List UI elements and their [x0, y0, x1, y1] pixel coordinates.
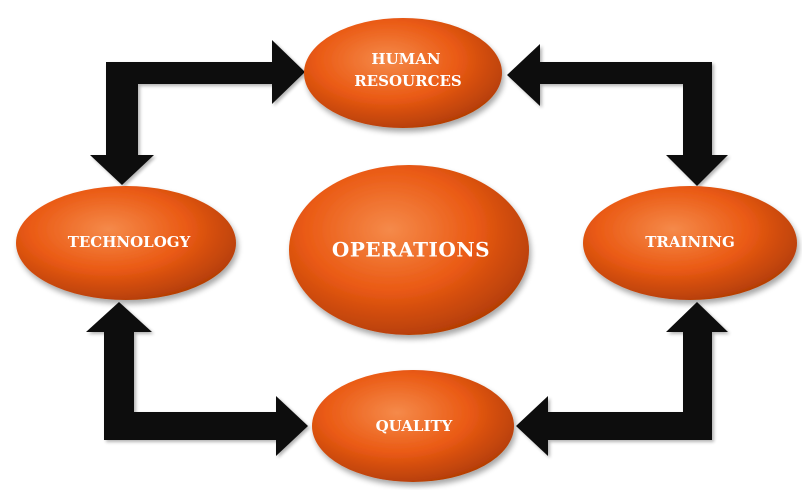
- node-training-label: TRAINING: [645, 233, 735, 251]
- node-human-resources-label-line1: HUMAN: [371, 50, 440, 68]
- arrows-group: [86, 40, 728, 456]
- node-human-resources: HUMAN RESOURCES: [304, 18, 502, 128]
- node-operations-shape: [289, 165, 529, 335]
- node-operations-label: OPERATIONS: [332, 238, 490, 262]
- node-human-resources-shape: [304, 18, 502, 128]
- arrow-to-quality-from-left: [104, 396, 308, 456]
- node-technology-label: TECHNOLOGY: [68, 233, 191, 251]
- node-technology: TECHNOLOGY: [16, 186, 236, 300]
- node-technology-shape: [16, 186, 236, 300]
- node-quality-label: QUALITY: [376, 417, 453, 435]
- node-quality: QUALITY: [312, 370, 514, 482]
- arrow-to-technology-from-top: [90, 62, 154, 185]
- node-human-resources-label-line2: RESOURCES: [354, 72, 462, 90]
- arrow-from-right-to-human-resources: [507, 44, 712, 106]
- arrow-to-human-resources: [106, 40, 305, 104]
- node-training-shape: [583, 186, 797, 300]
- arrow-to-training-from-bottom: [666, 302, 728, 440]
- arrow-to-quality-from-right: [516, 396, 712, 456]
- node-operations: OPERATIONS: [289, 165, 529, 335]
- arrow-to-training: [666, 62, 728, 186]
- arrow-to-technology-from-bottom: [86, 302, 152, 440]
- node-quality-shape: [312, 370, 514, 482]
- node-training: TRAINING: [583, 186, 797, 300]
